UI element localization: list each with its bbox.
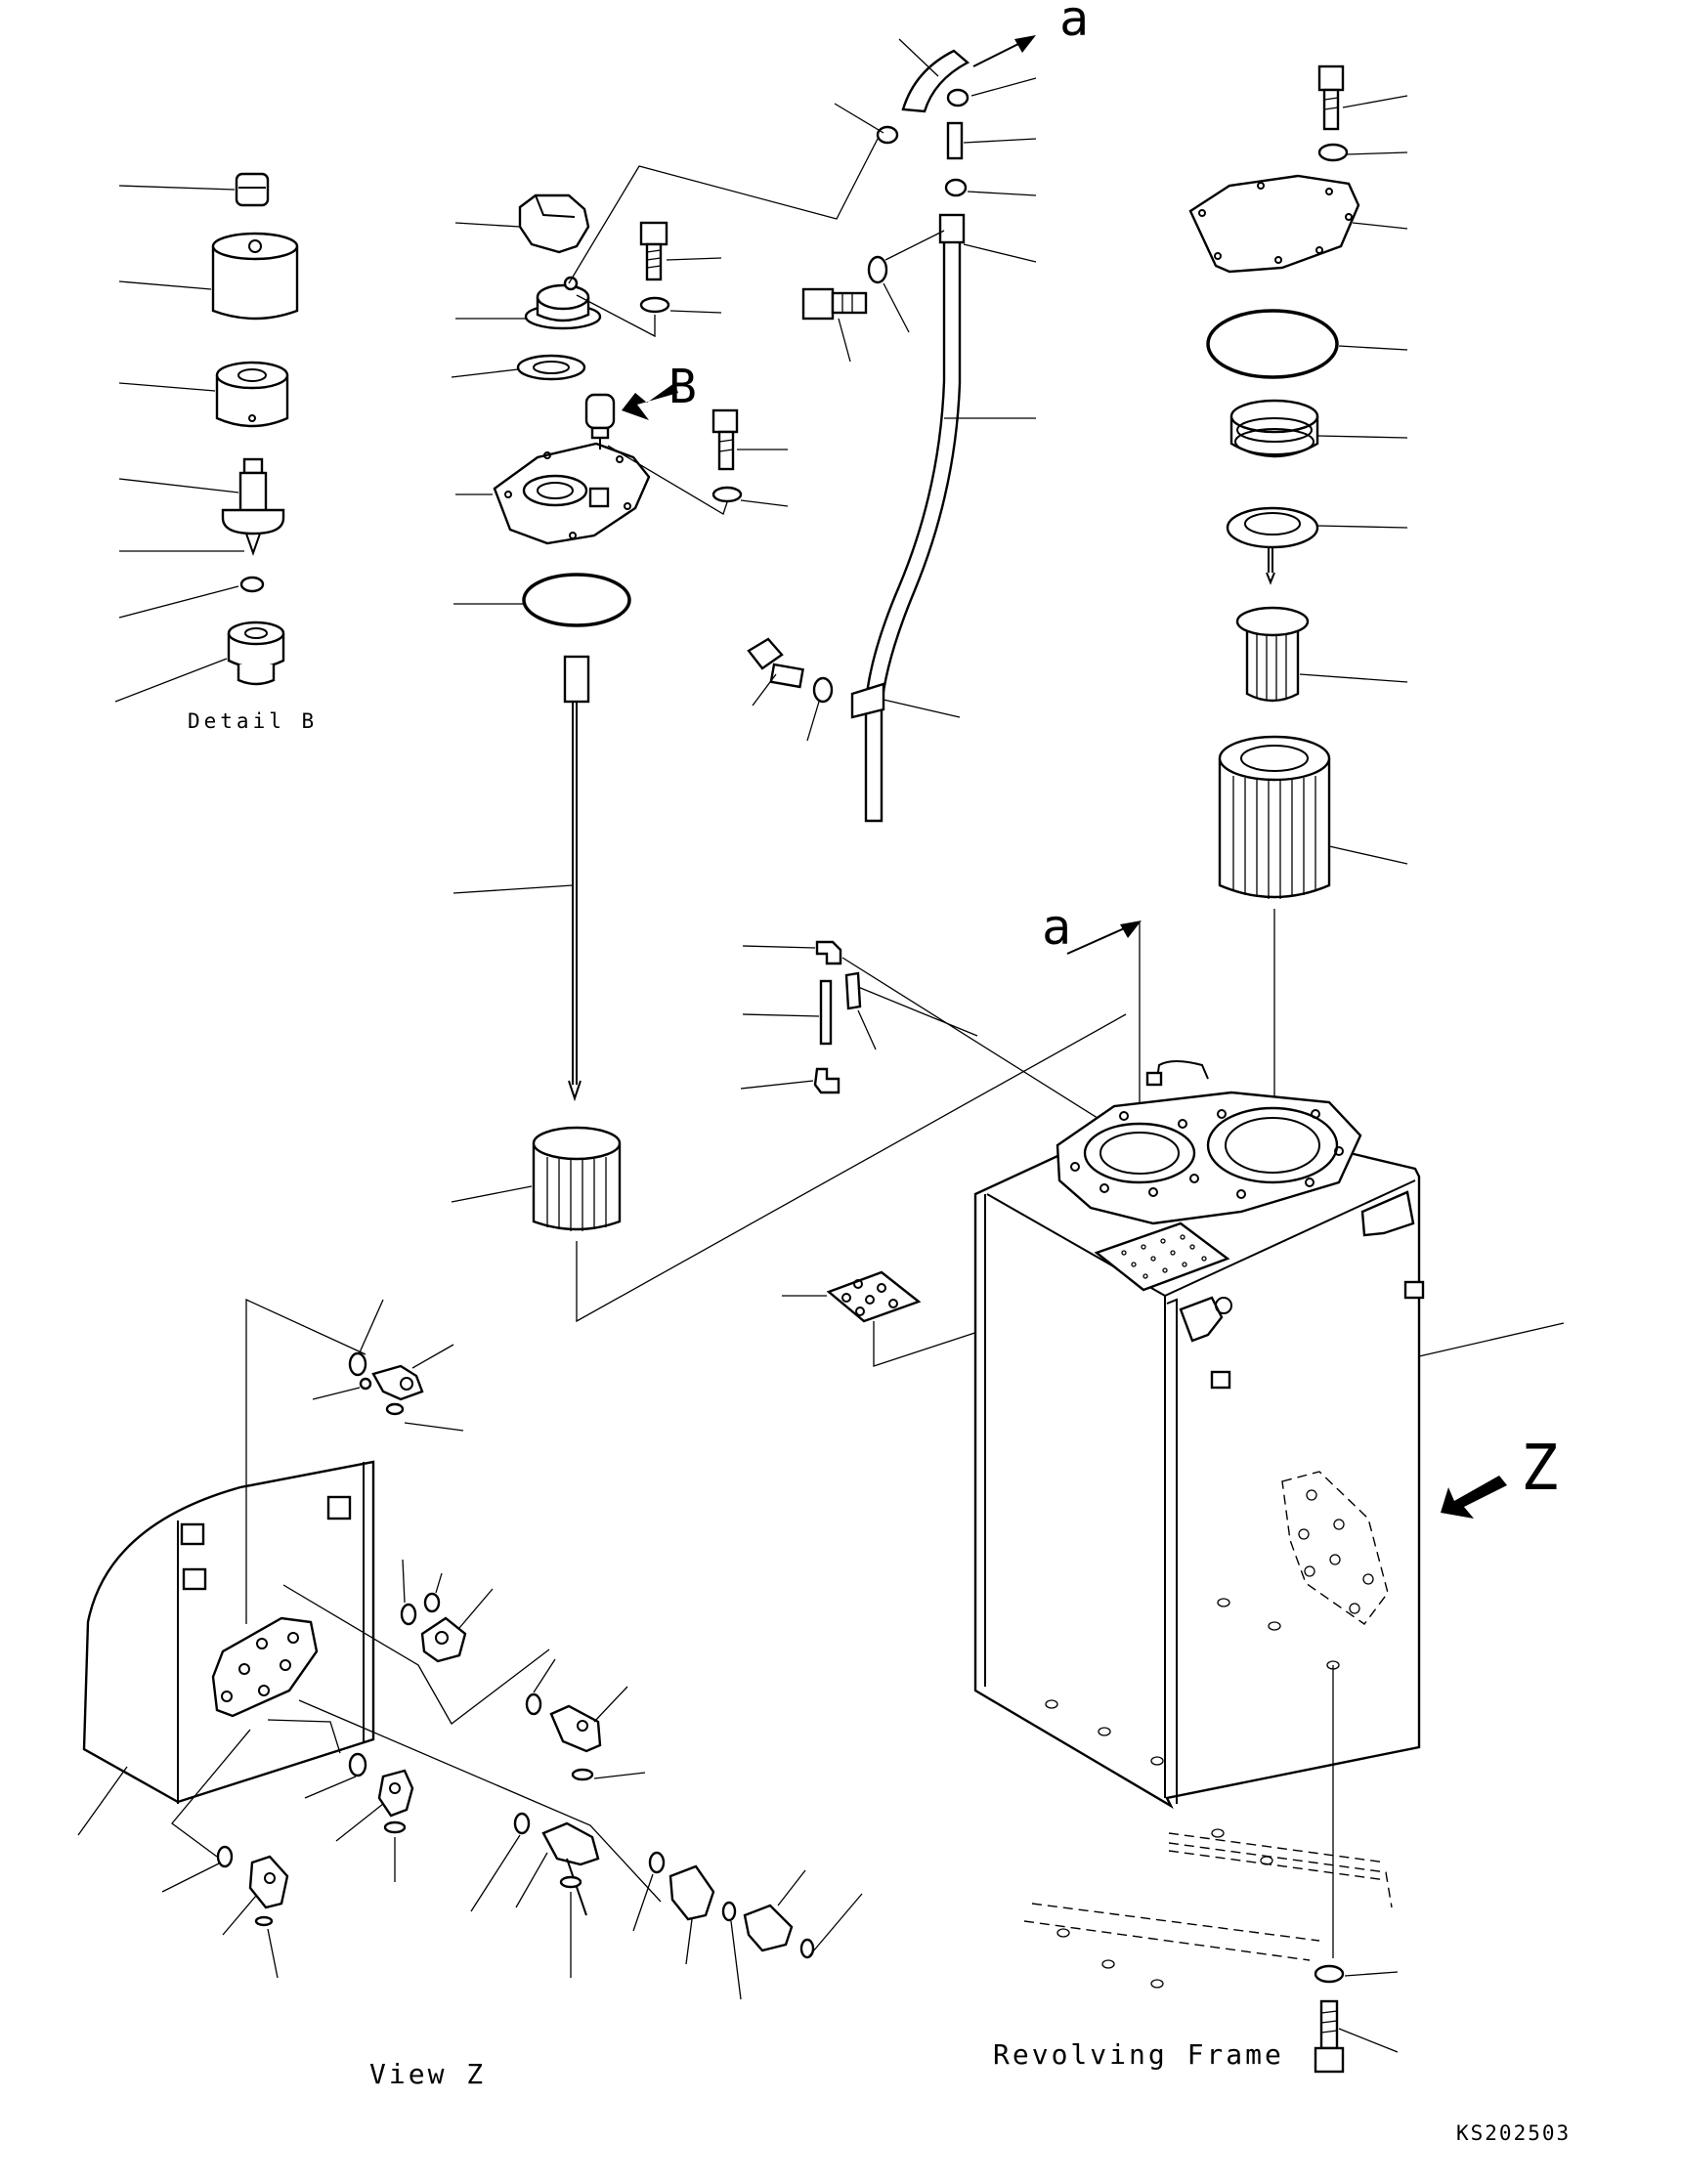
drain-pipe-group: a [747, 0, 1089, 823]
detail-b-o-ring [239, 576, 265, 593]
filler-group: B [451, 138, 1127, 1323]
hydraulic-tank: Z [973, 1060, 1565, 1810]
filler-neck [524, 276, 602, 330]
filter-spring [1229, 399, 1319, 458]
revolving-frame: Revolving Frame [993, 1665, 1399, 2074]
drain-nut-1 [946, 88, 970, 107]
view-z-fitting-3 [549, 1704, 602, 1753]
marker-a-mid: a [1042, 899, 1071, 956]
detail-b-caption: Detail B [188, 709, 318, 733]
breather-cap [518, 193, 590, 254]
detail-b-cap [235, 172, 270, 207]
filter-element [1218, 735, 1331, 899]
pipe-lower-washer [812, 676, 834, 704]
pipe-clamp-washer [867, 255, 888, 284]
plate-o-ring [522, 573, 631, 627]
filter-cover-bolt [1317, 64, 1345, 131]
detail-b-cylinder [211, 232, 299, 321]
view-z-fitting-4 [377, 1769, 414, 1818]
elbow-fitting-top [815, 940, 842, 965]
detail-b-collar [215, 361, 289, 428]
drain-nut-top [876, 125, 899, 145]
view-z-fitting-2 [420, 1616, 467, 1663]
view-z-arrow [1441, 1476, 1507, 1519]
view-z-fitting-5 [248, 1855, 289, 1909]
view-z-group: View Z [77, 1298, 863, 2090]
pipe-lower-bolt [747, 637, 804, 689]
pipe-clamp [850, 682, 885, 719]
marker-b-label: B [668, 360, 697, 414]
filler-plate [493, 442, 651, 545]
marker-a-top: a [1059, 0, 1089, 47]
view-z-caption: View Z [369, 2058, 486, 2090]
elbow-fitting-bottom [813, 1067, 840, 1094]
revolving-frame-caption: Revolving Frame [993, 2038, 1284, 2071]
level-rod [563, 655, 590, 1102]
filler-bolt [639, 221, 668, 281]
drain-nut-2 [944, 178, 968, 197]
filler-washer [639, 296, 670, 314]
detail-b-group: Detail B [114, 172, 318, 733]
breather-hose [819, 979, 833, 1046]
view-z-fitting-7 [668, 1864, 715, 1921]
drain-pipe-short [946, 121, 964, 160]
view-z-fitting-8 [743, 1904, 794, 1952]
cover-plate [826, 1270, 922, 1323]
filler-gasket [516, 354, 586, 381]
drawing-number: KS202503 [1456, 2121, 1571, 2145]
suction-strainer [532, 1126, 622, 1231]
plate-washer [711, 486, 743, 503]
clip [844, 971, 862, 1010]
filter-strainer [1235, 606, 1310, 703]
marker-z-label: Z [1521, 1433, 1559, 1505]
frame-washer [1314, 1964, 1345, 1984]
plate-bolt [711, 408, 739, 471]
filter-valve [1226, 506, 1319, 585]
detail-b-arrow [622, 383, 678, 420]
return-filter-group [1188, 64, 1408, 1151]
detail-b-valve-small [584, 393, 616, 450]
filter-o-ring [1206, 309, 1339, 379]
filter-cover [1188, 174, 1360, 274]
filter-cover-washer [1317, 143, 1349, 162]
pipe-clamp-bolt [801, 287, 868, 321]
detail-b-adapter [227, 621, 285, 686]
view-z-fitting-1 [371, 1364, 424, 1401]
detail-b-valve [221, 457, 285, 557]
frame-bolt [1314, 1999, 1345, 2074]
